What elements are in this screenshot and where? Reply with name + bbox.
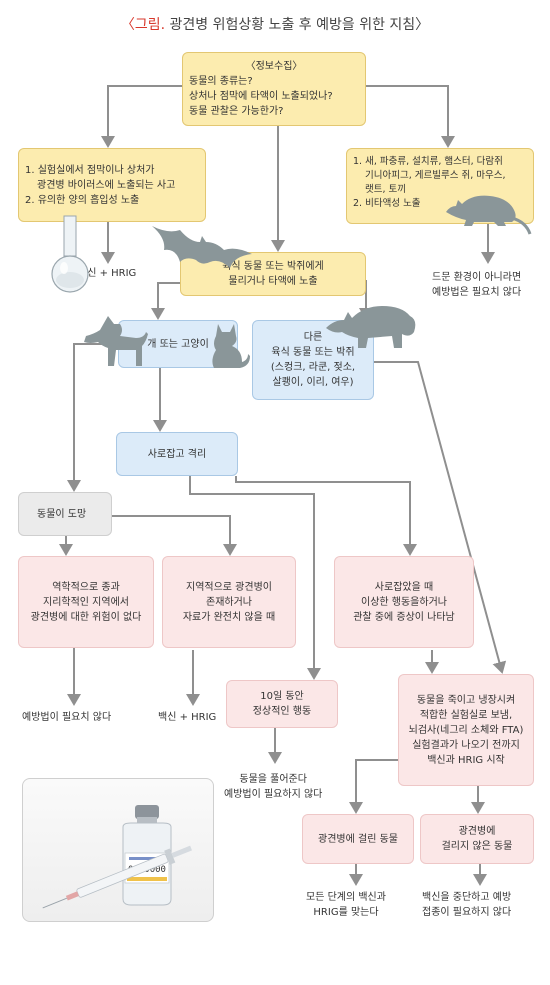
outcome-lab-vaccine: 백신 + HRIG [78,266,136,281]
node-carnivore-bite: 육식 동물 또는 박쥐에게 물리거나 타액에 노출 [180,252,366,296]
outcome-line: 백신 + HRIG [78,268,137,279]
node-no-risk-region: 역학적으로 종과 지리학적인 지역에서 광견병에 대한 위험이 없다 [18,556,154,648]
figure-title-text: 광견병 위험상황 노출 후 예방을 위한 지침〉 [169,17,430,33]
node-info-gathering: 〈정보수집〉 동물의 종류는? 상처나 점막에 타액이 노출되었나? 동물 관찰… [182,52,366,126]
node-info-line: 〈정보수집〉 [245,61,303,72]
cat-icon [212,324,250,368]
dog-icon [84,316,148,366]
figure-label: 〈그림. [120,17,166,33]
bat-icon [152,226,252,268]
node-risk-region: 지역적으로 광견병이 존재하거나 자료가 완전치 않을 때 [162,556,296,648]
node-riskregion-line: 지역적으로 광견병이 [186,581,272,593]
node-bite-line: 육식 동물 또는 박쥐에게 [222,261,324,272]
vaccine-photo: 0000000 [22,778,214,922]
node-animal-escaped: 동물이 도망 [18,492,112,536]
node-capture-isolate: 사로잡고 격리 [116,432,238,476]
outcome-no-prophylaxis: 예방법이 필요치 않다 [22,710,111,725]
node-tendays-line: 10일 동안 [260,691,304,702]
node-rodent-line: 2. 비타액성 노출 [353,198,421,209]
outcome-line: 모든 단계의 백신과 [306,892,386,903]
node-lab-line: 1. 실험실에서 점막이나 상처가 [25,164,155,176]
node-riskregion-line: 존재하거나 [206,596,252,608]
node-rodent-line: 랫트, 토끼 [365,184,406,195]
node-escape-line: 동물이 도망 [37,508,87,520]
node-norisk-line: 역학적으로 종과 [52,581,120,593]
node-other-line: 다른 [303,332,323,343]
outcome-stop-vaccine: 백신을 중단하고 예방 접종이 필요하지 않다 [422,890,511,920]
outcome-line: HRIG를 맞는다 [313,907,379,918]
node-abnormal-line: 사로잡았을 때 [374,581,434,593]
node-other-line: 육식 동물 또는 박쥐 [271,347,355,358]
node-abnormal-behavior: 사로잡았을 때 이상한 행동을하거나 관찰 중에 증상이 나타남 [334,556,474,648]
node-norisk-line: 광견병에 대한 위험이 없다 [30,611,142,623]
node-rodent-line: 1. 새, 파충류, 설치류, 햄스터, 다람쥐 [353,156,503,167]
node-bite-line: 물리거나 타액에 노출 [228,276,318,287]
syringe-icon [42,845,193,909]
node-not-rabid-animal: 광견병에 걸리지 않은 동물 [420,814,534,864]
node-riskregion-line: 자료가 완전치 않을 때 [182,611,276,623]
node-euthanize-test: 동물을 죽이고 냉장시켜 적합한 실험실로 보냄, 뇌검사(네그리 소체와 FT… [398,674,534,786]
node-notrabid-line: 광견병에 [458,826,496,837]
outcome-full-series: 모든 단계의 백신과 HRIG를 맞는다 [306,890,386,920]
raccoon-icon [326,306,416,348]
node-notrabid-line: 걸리지 않은 동물 [441,841,513,852]
node-capture-line: 사로잡고 격리 [147,448,207,460]
node-euthanize-line: 실험결과가 나오기 전까지 [412,739,520,751]
outcome-line: 접종이 필요하지 않다 [422,907,512,918]
node-abnormal-line: 이상한 행동을하거나 [361,596,447,608]
node-euthanize-line: 동물을 죽이고 냉장시켜 [416,694,516,706]
outcome-line: 백신 + HRIG [158,712,217,723]
rat-icon [446,195,532,235]
node-lab-line: 2. 유의한 양의 흡입성 노출 [25,194,140,206]
node-tendays-line: 정상적인 행동 [252,706,312,717]
outcome-line: 드문 환경이 아니라면 [432,272,522,283]
node-rabid-animal: 광견병에 걸린 동물 [302,814,414,864]
outcome-rodent-rare: 드문 환경이 아니라면 예방법은 필요치 않다 [432,270,521,300]
node-lab-line: 광견병 바이러스에 노출되는 사고 [37,179,176,191]
outcome-line: 동물을 풀어준다 [239,774,307,785]
node-other-line: 살쾡이, 이리, 여우) [272,377,354,388]
node-info-line: 동물 관찰은 가능한가? [189,106,284,117]
node-info-line: 동물의 종류는? [189,76,253,87]
node-euthanize-line: 백신과 HRIG 시작 [427,754,505,766]
outcome-line: 예방법은 필요치 않다 [432,287,522,298]
node-euthanize-line: 뇌검사(네그리 소체와 FTA) [408,724,524,736]
outcome-line: 예방법이 필요치 않다 [22,712,112,723]
outcome-release-animal: 동물을 풀어준다 예방법이 필요하지 않다 [224,772,322,802]
outcome-line: 예방법이 필요하지 않다 [224,789,323,800]
node-abnormal-line: 관찰 중에 증상이 나타남 [353,611,455,623]
outcome-line: 백신을 중단하고 예방 [422,892,512,903]
node-norisk-line: 지리학적인 지역에서 [43,596,129,608]
node-other-line: (스컹크, 라쿤, 젖소, [270,362,356,373]
node-lab-exposure: 1. 실험실에서 점막이나 상처가 광견병 바이러스에 노출되는 사고 2. 유… [18,148,206,222]
node-rabid-line: 광견병에 걸린 동물 [318,833,398,845]
node-ten-days-normal: 10일 동안 정상적인 행동 [226,680,338,728]
figure-title: 〈그림. 광견병 위험상황 노출 후 예방을 위한 지침〉 [0,14,550,34]
node-rodent-line: 기니아피그, 게르빌루스 쥐, 마우스, [365,170,506,181]
outcome-risk-vaccine: 백신 + HRIG [158,710,216,725]
node-info-line: 상처나 점막에 타액이 노출되었나? [189,91,333,102]
node-dogcat-line: 개 또는 고양이 [147,338,209,350]
flask-icon [51,215,89,293]
node-euthanize-line: 적합한 실험실로 보냄, [419,709,513,721]
